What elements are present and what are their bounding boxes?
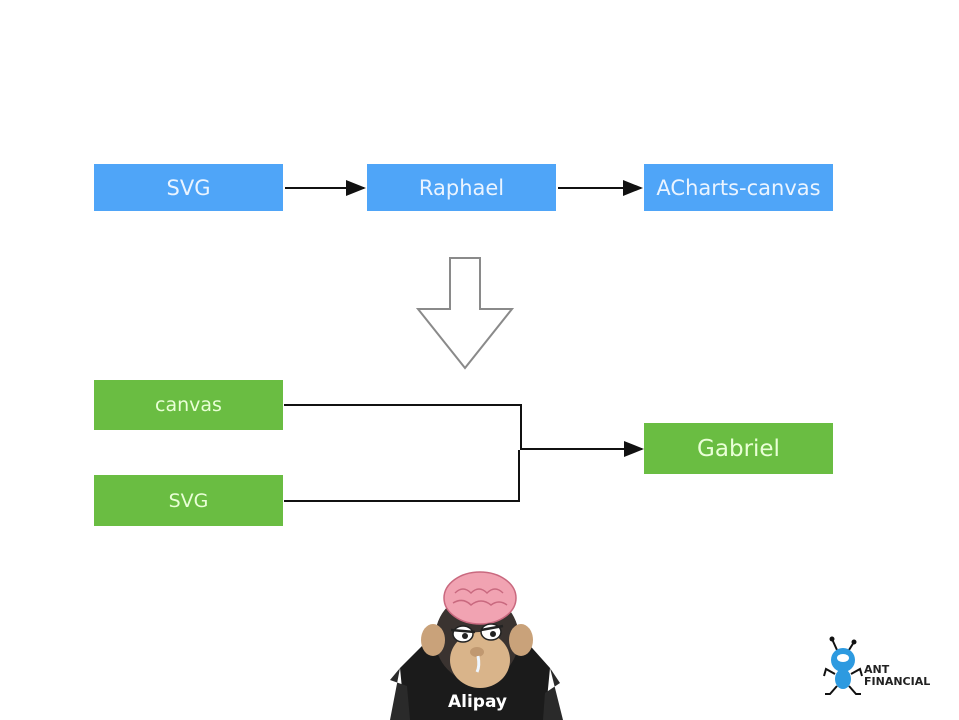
ant-financial-logo-icon [823,636,863,695]
box-gabriel: Gabriel [644,423,833,474]
box-label: Gabriel [697,435,780,462]
box-label: canvas [155,394,222,416]
box-label: ACharts-canvas [656,175,821,200]
box-svg-bottom: SVG [94,475,283,526]
alipay-mascot-image [390,571,563,720]
box-label: Raphael [418,175,505,200]
logo-line-2: FINANCIAL [864,675,931,688]
box-canvas: canvas [94,380,283,430]
box-label: SVG [166,175,211,200]
box-raphael: Raphael [367,164,556,211]
connector-svg-to-merge [284,450,520,502]
box-acharts-canvas: ACharts-canvas [644,164,833,211]
box-label: SVG [168,489,209,512]
hollow-down-arrow-icon [415,257,515,370]
mascot-shirt-text: Alipay [448,692,508,712]
connector-canvas-to-merge [284,404,522,450]
box-svg-top: SVG [94,164,283,211]
logo-line-1: ANT [864,663,890,676]
ant-financial-logo-text: ANT FINANCIAL [864,664,930,688]
